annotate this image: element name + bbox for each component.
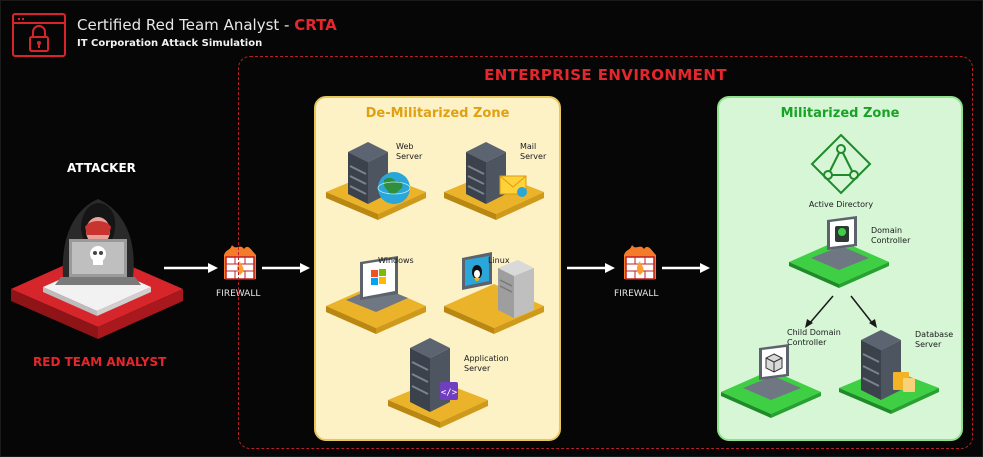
active-directory-label: Active Directory (808, 200, 874, 209)
windows-label: Windows (378, 256, 414, 265)
arrow-dmz-to-firewall (567, 263, 615, 273)
linux-node (444, 252, 544, 334)
firewall-icon (224, 245, 256, 280)
red-team-analyst-label: RED TEAM ANALYST (33, 355, 167, 369)
arrow-firewall-to-dmz (262, 263, 310, 273)
firewall-icon (624, 245, 656, 280)
lock-logo (12, 13, 66, 57)
dmz-title: De-Militarized Zone (365, 106, 510, 121)
domain-controller-node (789, 216, 889, 288)
domain-tree-arrows (805, 295, 877, 328)
page-subtitle: IT Corporation Attack Simulation (77, 38, 263, 49)
page-title: Certified Red Team Analyst - CRTA (77, 16, 337, 34)
attacker-illustration (11, 199, 183, 339)
child-domain-controller-node (721, 344, 821, 418)
application-server-node: </> (388, 338, 488, 428)
linux-label: Linux (488, 256, 510, 265)
arrow-attacker-to-firewall (164, 263, 218, 273)
svg-text:</>: </> (441, 388, 458, 398)
web-server-node (326, 142, 426, 220)
firewall-label: FIREWALL (614, 289, 659, 299)
arrow-firewall-to-mz (662, 263, 710, 273)
enterprise-environment-frame (238, 56, 973, 449)
mz-title: Militarized Zone (780, 106, 900, 121)
windows-node (326, 256, 426, 334)
mail-server-node (444, 142, 544, 220)
database-server-node (839, 330, 939, 414)
enterprise-environment-title: ENTERPRISE ENVIRONMENT (484, 66, 727, 84)
mz-zone: Militarized Zone Active Directory Domain… (717, 96, 963, 441)
active-directory-icon (810, 133, 872, 195)
lock-icon (14, 17, 64, 52)
attacker-label: ATTACKER (67, 161, 136, 175)
